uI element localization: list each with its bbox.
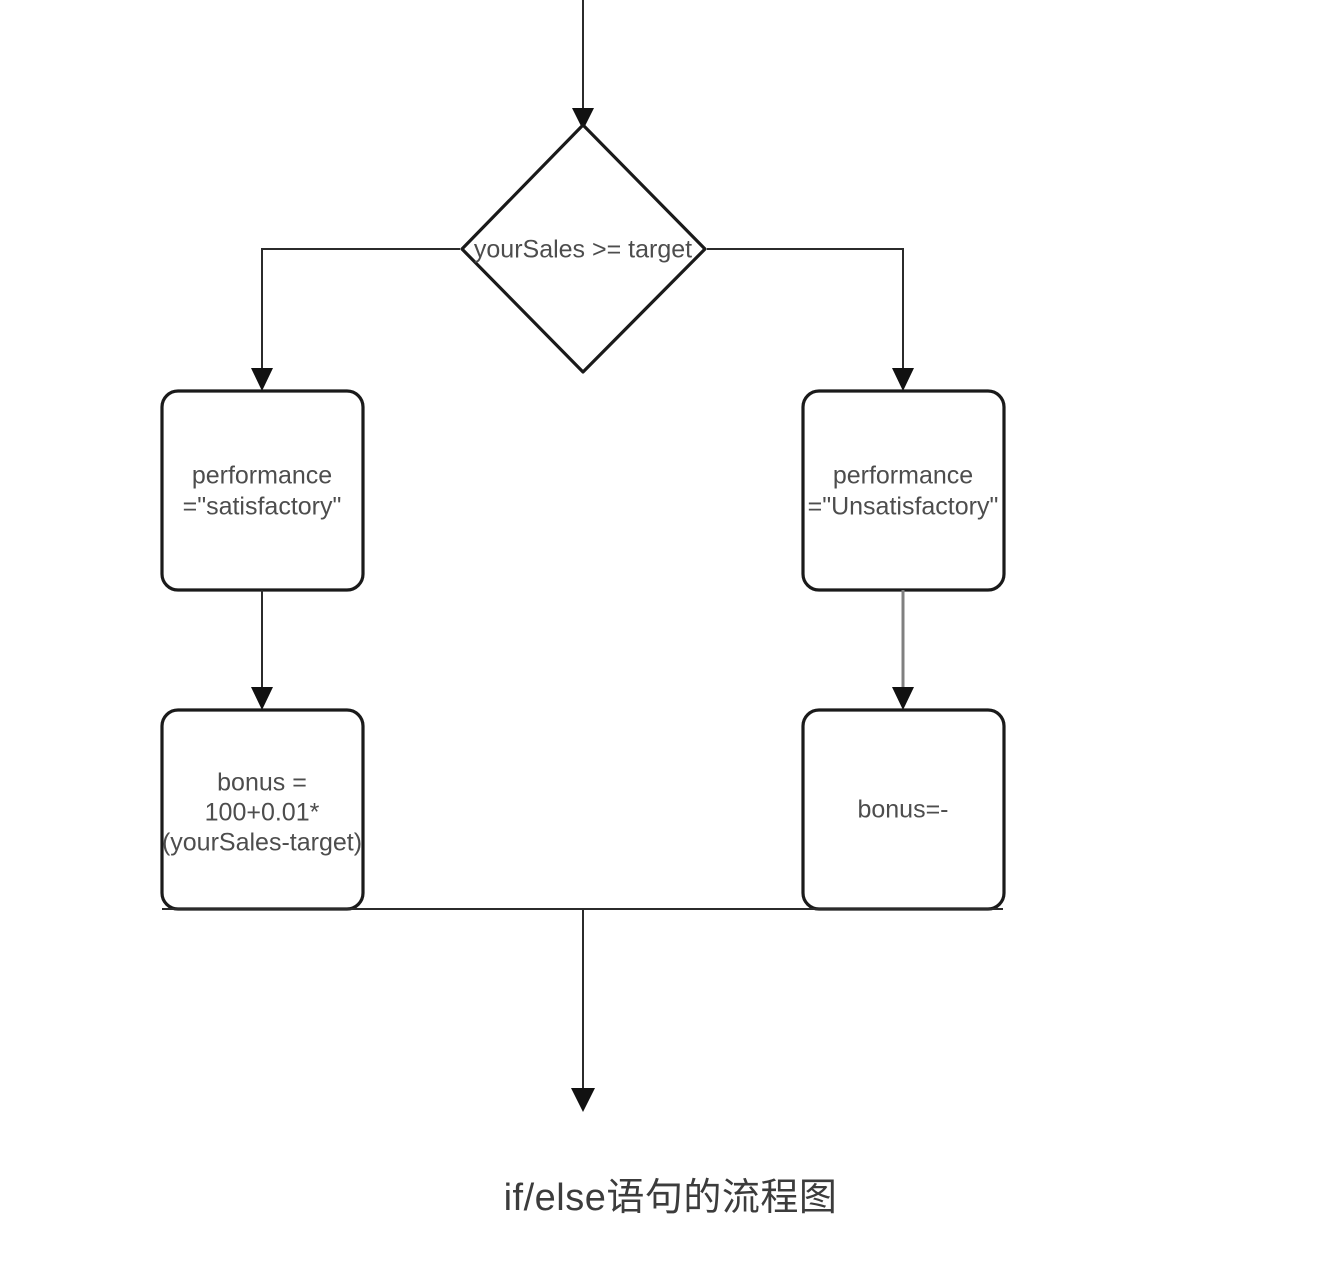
edge-decision-to-right-performance <box>707 248 914 391</box>
right-performance-box-shape <box>801 389 1006 592</box>
node-right-performance[interactable]: performance ="Unsatisfactory" <box>801 389 1006 592</box>
left-branch-line <box>261 248 460 378</box>
left-bonus-label-line-3: (yourSales-target) <box>162 829 362 857</box>
left-bonus-label-line-2: 100+0.01* <box>205 799 320 827</box>
right-branch-line <box>707 248 904 378</box>
node-decision[interactable]: yourSales >= target <box>460 123 707 374</box>
exit-arrow-head <box>571 1088 595 1112</box>
node-left-performance[interactable]: performance ="satisfactory" <box>160 389 365 592</box>
entry-arrow-head <box>572 108 594 130</box>
edge-entry-to-decision <box>572 0 594 130</box>
edge-right-performance-to-right-bonus <box>892 590 914 710</box>
left-connector-arrow-head <box>251 687 273 710</box>
right-bonus-label: bonus=- <box>857 796 948 824</box>
left-branch-arrow-head <box>251 368 273 391</box>
diagram-caption: if/else语句的流程图 <box>503 1177 838 1219</box>
right-performance-label-line-1: performance <box>833 462 973 490</box>
node-left-bonus[interactable]: bonus = 100+0.01* (yourSales-target) <box>160 708 365 911</box>
left-performance-box-shape <box>160 389 365 592</box>
right-performance-label-line-2: ="Unsatisfactory" <box>808 493 999 521</box>
left-bonus-label-line-1: bonus = <box>217 769 307 797</box>
edge-decision-to-left-performance <box>251 248 460 391</box>
node-right-bonus[interactable]: bonus=- <box>801 708 1006 911</box>
edge-merge-to-exit <box>162 908 1003 1112</box>
decision-label: yourSales >= target <box>474 236 692 264</box>
edge-left-performance-to-left-bonus <box>251 590 273 710</box>
left-performance-label-line-1: performance <box>192 462 332 490</box>
right-branch-arrow-head <box>892 368 914 391</box>
right-connector-arrow-head <box>892 687 914 710</box>
left-performance-label-line-2: ="satisfactory" <box>183 493 342 521</box>
decision-diamond-shape <box>460 123 707 374</box>
